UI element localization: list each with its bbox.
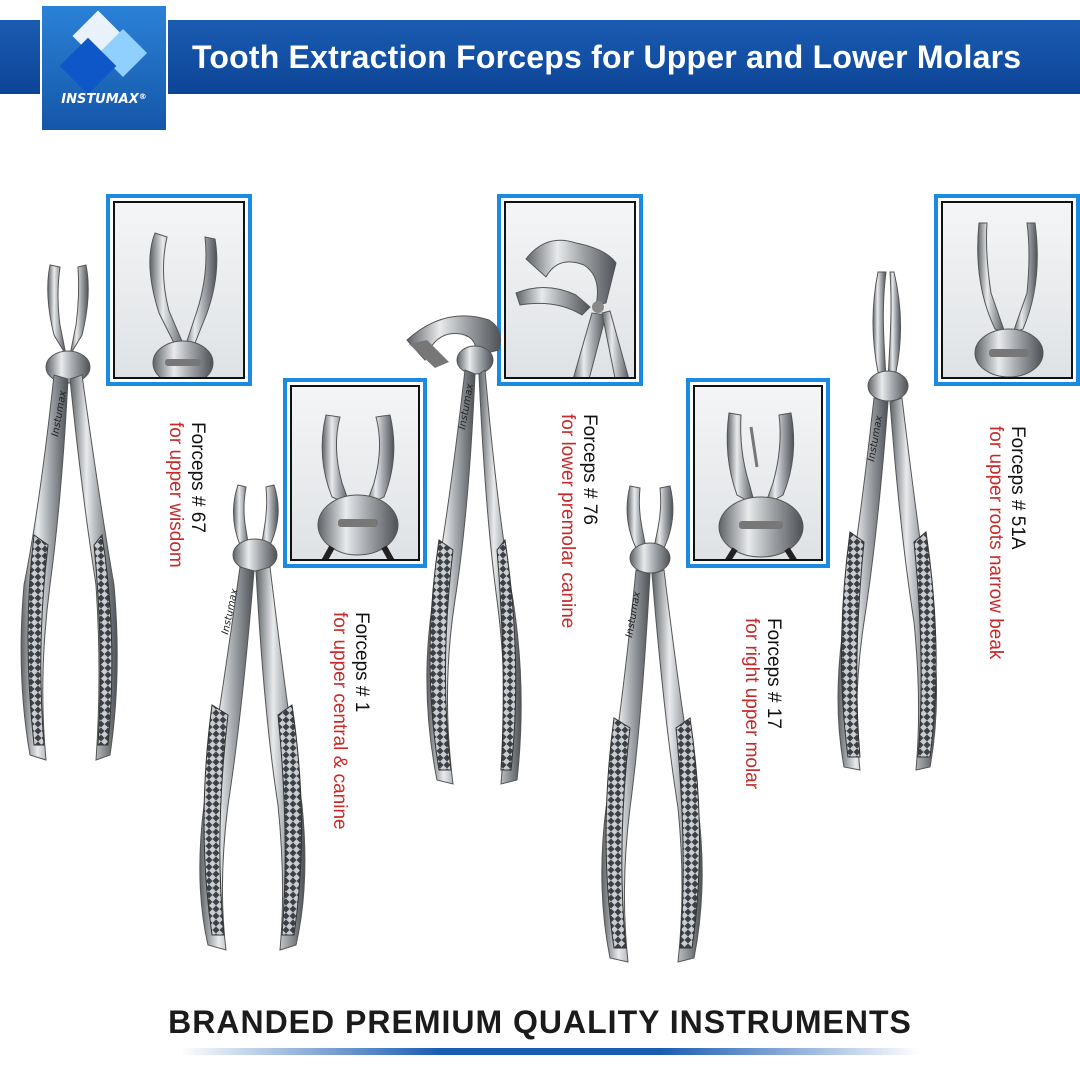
forceps-tip-closeup-icon <box>515 239 629 377</box>
forceps-76-image: Instumax <box>406 315 522 785</box>
forceps-tip-closeup-icon <box>974 222 1044 377</box>
footer-divider <box>180 1048 920 1055</box>
inset-forceps-51a <box>934 194 1080 386</box>
product-use: for upper wisdom <box>165 422 186 568</box>
product-use: for upper roots narrow beak <box>985 426 1006 660</box>
footer-tagline: BRANDED PREMIUM QUALITY INSTRUMENTS <box>168 1004 912 1040</box>
inset-forceps-76 <box>497 194 643 386</box>
product-name: Forceps # 67 <box>187 422 208 533</box>
forceps-tip-closeup-icon <box>317 414 399 559</box>
header-banner <box>0 20 1080 94</box>
brand-name: INSTUMAX® <box>61 92 147 107</box>
label-forceps-51a: Forceps # 51A for upper roots narrow bea… <box>984 426 1028 659</box>
label-forceps-1: Forceps # 1 for upper central & canine <box>328 612 372 830</box>
forceps-tip-closeup-icon <box>718 412 804 559</box>
forceps-tip-closeup-icon <box>149 232 218 377</box>
logo-diamond-icon <box>59 10 148 95</box>
inset-forceps-17 <box>686 378 830 568</box>
product-use: for upper central & canine <box>329 612 350 830</box>
label-forceps-67: Forceps # 67 for upper wisdom <box>164 422 208 568</box>
brand-logo: INSTUMAX® <box>40 4 168 132</box>
forceps-17-image: Instumax <box>601 485 703 963</box>
label-forceps-76: Forceps # 76 for lower premolar canine <box>556 414 600 628</box>
product-use: for lower premolar canine <box>557 414 578 629</box>
forceps-1-image: Instumax <box>199 484 306 951</box>
forceps-67-image: Instumax <box>20 264 118 761</box>
product-name: Forceps # 17 <box>763 618 784 729</box>
inset-forceps-1 <box>283 378 427 568</box>
label-forceps-17: Forceps # 17 for right upper molar <box>740 618 784 789</box>
forceps-51a-image: Instumax <box>837 271 938 771</box>
product-use: for right upper molar <box>741 618 762 790</box>
product-name: Forceps # 1 <box>351 612 372 713</box>
product-name: Forceps # 76 <box>579 414 600 525</box>
page-title: Tooth Extraction Forceps for Upper and L… <box>192 39 1022 75</box>
inset-forceps-67 <box>106 194 252 386</box>
product-name: Forceps # 51A <box>1007 426 1028 550</box>
